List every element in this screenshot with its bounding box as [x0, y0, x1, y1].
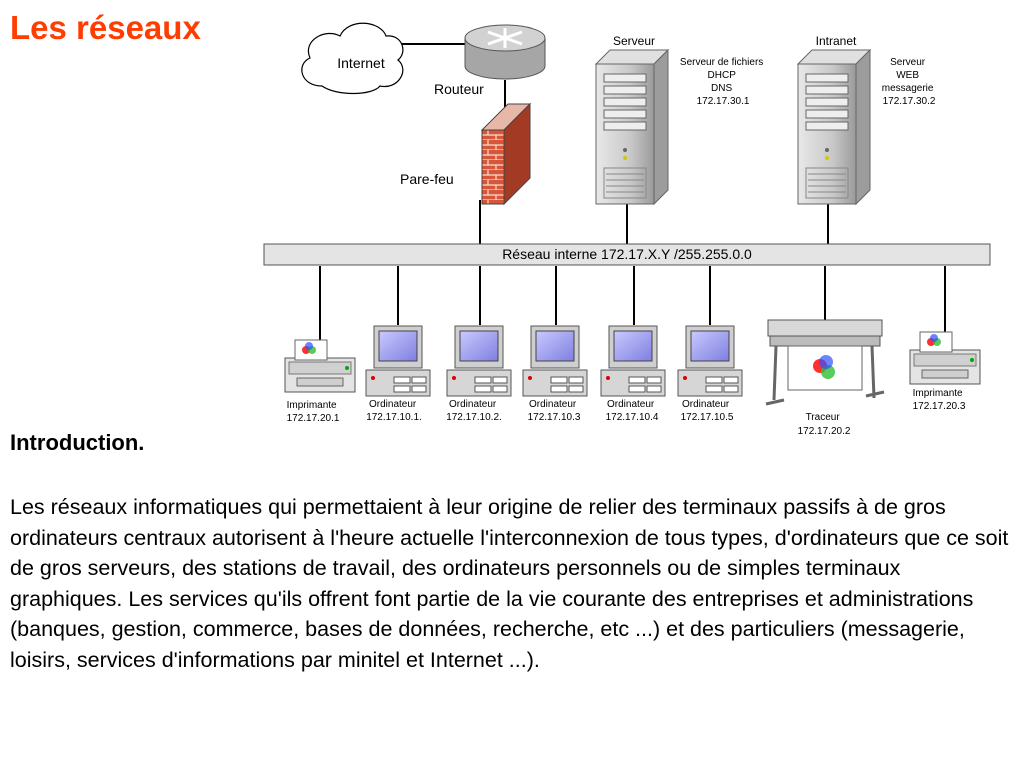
intranet-info: Serveur WEB messagerie 172.17.30.2: [882, 57, 936, 107]
computer-label: Ordinateur 172.17.10.2.: [446, 399, 502, 423]
printer2-label: Imprimante 172.17.20.3: [913, 388, 966, 412]
internet-label: Internet: [337, 55, 385, 71]
printer-icon: [909, 331, 981, 385]
web-server-icon: [797, 49, 871, 205]
printer1-label: Imprimante 172.17.20.1: [287, 400, 340, 424]
computer-icon: [677, 325, 743, 397]
server-header: Serveur: [613, 34, 655, 48]
computer-icon: [446, 325, 512, 397]
firewall-icon: [480, 102, 532, 206]
server-info: Serveur de fichiers DHCP DNS 172.17.30.1: [680, 57, 766, 107]
intro-paragraph: Les réseaux informatiques qui permettaie…: [10, 495, 1009, 672]
intranet-header: Intranet: [816, 34, 857, 48]
computer-icon: [522, 325, 588, 397]
page-title: Les réseaux: [10, 9, 201, 46]
network-diagram: Internet Routeur Pare-feu Serveur Serveu…: [263, 22, 991, 437]
computer-icon: [600, 325, 666, 397]
firewall-label: Pare-feu: [400, 171, 454, 187]
plotter-icon: [765, 319, 885, 406]
computer-label: Ordinateur 172.17.10.3: [528, 399, 581, 423]
router-icon: [464, 24, 546, 80]
router-label: Routeur: [434, 81, 484, 97]
computer-icon: [365, 325, 431, 397]
network-backbone: [263, 243, 991, 266]
internet-cloud-icon: [301, 22, 404, 95]
plotter-label: Traceur 172.17.20.2: [798, 412, 851, 437]
computer-label: Ordinateur 172.17.10.5: [681, 399, 734, 423]
network-label: Réseau interne 172.17.X.Y /255.255.0.0: [502, 246, 752, 262]
computer-label: Ordinateur 172.17.10.1.: [366, 399, 422, 423]
computer-label: Ordinateur 172.17.10.4: [606, 399, 659, 423]
file-server-icon: [595, 49, 669, 205]
printer-icon: [284, 339, 356, 393]
intro-heading: Introduction.: [10, 430, 145, 455]
